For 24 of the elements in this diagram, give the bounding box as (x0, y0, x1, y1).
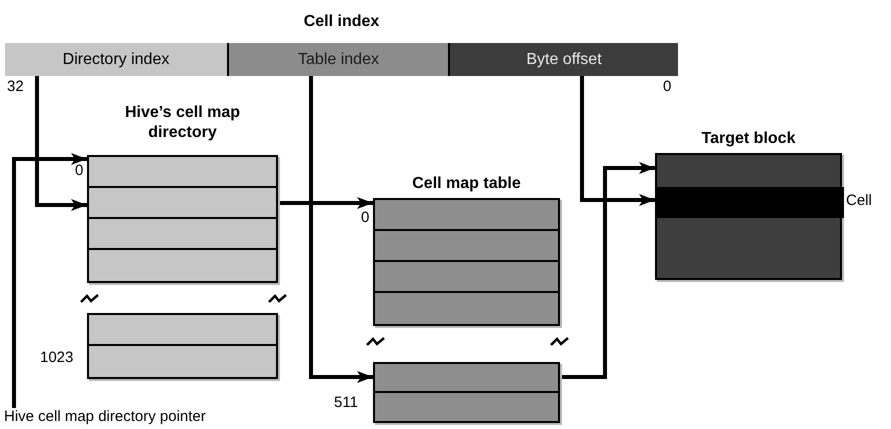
index-number: 1023 (40, 349, 74, 366)
field-segment: Byte offset (450, 43, 678, 76)
bit-number: 32 (7, 78, 24, 95)
field-segment: Directory index (5, 43, 229, 76)
bit-number: 0 (663, 78, 672, 95)
heading: Hive’s cell map directory (124, 103, 242, 143)
arrow (35, 76, 87, 211)
arrow (580, 76, 655, 206)
pointer-label: Hive cell map directory pointer (4, 408, 274, 426)
arrow (560, 162, 655, 379)
heading: Cell index (302, 12, 380, 32)
field-segment: Table index (229, 43, 450, 76)
part-label: Cell (846, 192, 872, 209)
arrow (278, 197, 373, 209)
index-number: 511 (334, 394, 358, 411)
heading: Target block (700, 129, 796, 149)
cell-stripe (657, 187, 844, 218)
index-number: 0 (361, 209, 370, 226)
directory-table (87, 313, 278, 379)
map-table (373, 362, 560, 423)
index-number: 0 (75, 162, 84, 179)
heading: Cell map table (411, 174, 522, 194)
arrow (12, 153, 87, 408)
arrow (309, 76, 373, 383)
